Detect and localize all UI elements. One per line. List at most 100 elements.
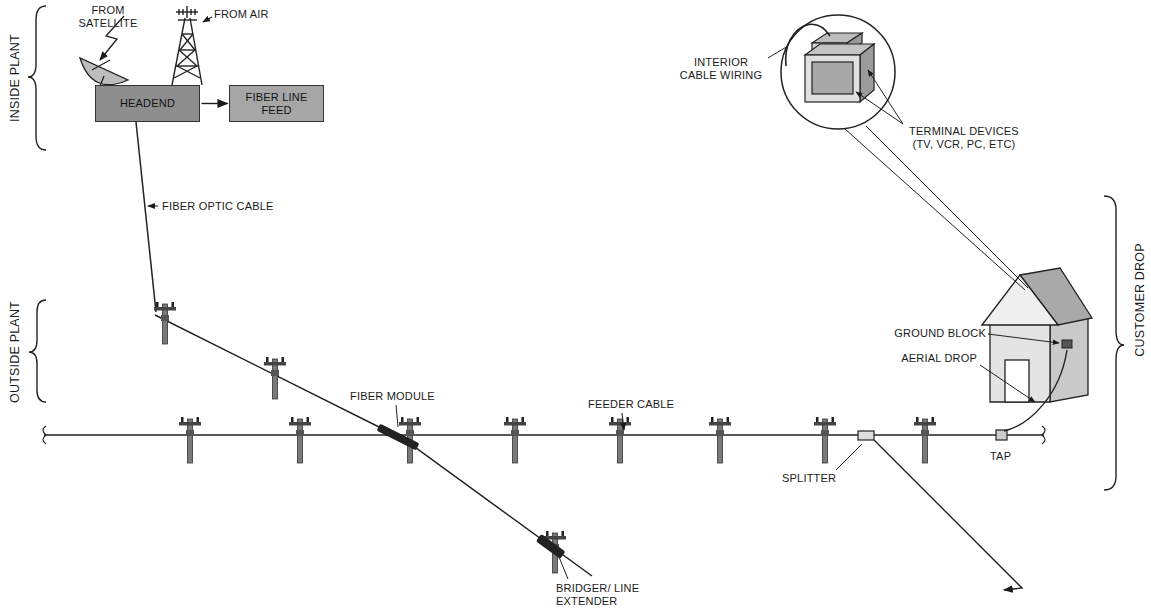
broadcast-tower xyxy=(190,18,202,85)
magnifier-line xyxy=(845,129,1025,290)
utility-pole xyxy=(562,531,565,536)
signal-arrow xyxy=(202,103,228,104)
utility-pole xyxy=(609,422,631,426)
bracket xyxy=(28,6,1124,490)
utility-pole xyxy=(916,417,919,422)
utility-pole xyxy=(266,357,269,362)
component-label: TAP xyxy=(990,450,1011,463)
utility-pole xyxy=(814,422,836,426)
utility-pole xyxy=(179,417,201,463)
terminal-devices xyxy=(805,55,860,102)
ground-block xyxy=(1062,340,1072,348)
branch-cable xyxy=(874,440,1022,590)
utility-pole xyxy=(546,531,549,536)
fiber-optic-cable xyxy=(136,122,156,312)
utility-poles xyxy=(154,302,936,573)
satellite-dish xyxy=(80,58,128,85)
leader-line xyxy=(622,413,624,430)
utility-pole xyxy=(627,417,630,422)
leader-line xyxy=(856,92,903,124)
broadcast-tower xyxy=(172,6,202,85)
section-label: OUTSIDE PLANT xyxy=(8,301,23,403)
house xyxy=(982,268,1092,402)
utility-pole xyxy=(156,302,159,307)
cable-end-mark xyxy=(1042,426,1045,444)
broadcast-tower xyxy=(194,9,195,15)
splitter-symbol xyxy=(858,431,874,440)
utility-pole xyxy=(921,430,929,436)
broadcast-tower xyxy=(178,19,197,20)
interior-cable-wiring xyxy=(786,24,830,66)
utility-pole xyxy=(188,419,193,463)
utility-pole xyxy=(709,422,731,426)
utility-pole xyxy=(932,417,935,422)
component-label: GROUND BLOCK xyxy=(894,327,986,340)
utility-pole xyxy=(282,357,285,362)
magnifier-line xyxy=(866,126,1028,288)
utility-pole xyxy=(616,430,624,436)
section-label: CUSTOMER DROP xyxy=(1133,243,1148,357)
satellite-dish xyxy=(92,60,110,70)
utility-pole xyxy=(289,417,311,463)
broadcast-tower xyxy=(178,9,179,15)
utility-pole xyxy=(923,419,928,463)
utility-pole xyxy=(711,417,714,422)
leader-line xyxy=(559,557,568,579)
utility-pole xyxy=(399,422,421,426)
utility-pole xyxy=(197,417,200,422)
leader-line xyxy=(868,70,903,124)
utility-pole xyxy=(161,315,169,321)
utility-pole xyxy=(522,417,525,422)
section-label: INSIDE PLANT xyxy=(8,34,23,122)
fiber-module xyxy=(377,424,420,451)
utility-pole xyxy=(298,419,303,463)
utility-pole xyxy=(291,417,294,422)
bracket xyxy=(29,300,46,402)
broadcast-tower xyxy=(182,9,183,15)
broadcast-tower xyxy=(177,50,195,66)
leader-line xyxy=(396,405,398,427)
utility-pole xyxy=(823,419,828,463)
broadcast-tower xyxy=(179,49,195,50)
fiber-line-feed-box: FIBER LINE FEED xyxy=(229,85,324,122)
leader-line xyxy=(980,365,1035,402)
magnifier-circle xyxy=(781,15,895,129)
utility-pole xyxy=(401,417,404,422)
utility-pole xyxy=(264,357,286,399)
utility-pole xyxy=(816,417,819,422)
broadcast-tower xyxy=(190,9,191,15)
utility-pole xyxy=(179,422,201,426)
utility-pole xyxy=(611,417,614,422)
source-label: FROM AIR xyxy=(214,8,269,21)
box-label: HEADEND xyxy=(120,97,175,110)
utility-pole xyxy=(832,417,835,422)
box-label: FIBER LINE FEED xyxy=(237,91,317,116)
wiring-label: INTERIOR CABLE WIRING xyxy=(676,56,766,82)
utility-pole xyxy=(406,430,414,436)
utility-pole xyxy=(296,430,304,436)
broadcast-tower xyxy=(177,66,200,78)
terminal-devices xyxy=(812,62,853,94)
bracket xyxy=(1104,196,1124,490)
utility-pole xyxy=(271,370,279,376)
component-label: BRIDGER/ LINE EXTENDER xyxy=(556,582,656,608)
cable-end-mark xyxy=(43,426,46,444)
utility-pole xyxy=(727,417,730,422)
bridger-amplifier xyxy=(536,534,566,559)
aerial-drop-cable xyxy=(1004,350,1067,431)
leader-line xyxy=(768,46,788,58)
utility-pole xyxy=(821,430,829,436)
utility-pole xyxy=(914,417,936,463)
broadcast-tower xyxy=(180,34,193,50)
component-label: FIBER MODULE xyxy=(350,390,435,403)
utility-pole xyxy=(154,302,176,344)
house xyxy=(982,275,1058,325)
house xyxy=(1050,316,1088,402)
leader-line xyxy=(203,17,212,22)
component-label: SPLITTER xyxy=(782,472,836,485)
leader-line xyxy=(836,444,862,470)
utility-pole xyxy=(716,430,724,436)
utility-pole xyxy=(181,417,184,422)
utility-pole xyxy=(504,417,526,463)
